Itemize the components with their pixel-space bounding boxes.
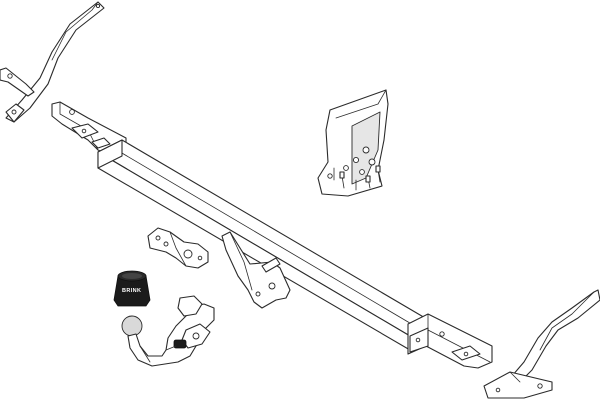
tow-ball-icon [121,315,143,337]
bolt-hole-icon [81,128,87,134]
electrical-socket-mount-plate [221,231,291,309]
right-end-plate [407,313,493,369]
bolt-hole-icon [463,351,469,357]
bolt-hole-icon [268,282,276,290]
socket-cover: BRINK [113,270,151,307]
brand-label: BRINK [122,288,141,294]
bolt-hole-icon [69,109,75,115]
tow-ball-neck [121,295,215,367]
bolt-hole-icon [7,73,13,79]
socket-bracket [147,227,209,269]
bolt-hole-icon [95,3,101,9]
lock-icon [173,339,187,349]
bolt-hole-icon [439,331,445,337]
bolt-hole-icon [197,255,203,261]
left-side-bracket-arm [0,1,105,123]
bolt-hole-icon [255,291,261,297]
right-side-bracket-arm [483,289,600,399]
bolt-hole-icon [11,109,17,115]
bolt-hole-icon [192,332,200,340]
bolt-hole-icon [163,241,169,247]
bolt-hole-icon [495,387,501,393]
hardware-bag [317,89,389,197]
bolt-set-icon [327,146,381,191]
crossbar-tube [97,139,433,351]
bolt-hole-icon [415,337,421,343]
bolt-hole-icon [537,383,543,389]
bolt-hole-icon [183,249,193,259]
bolt-hole-icon [155,235,161,241]
